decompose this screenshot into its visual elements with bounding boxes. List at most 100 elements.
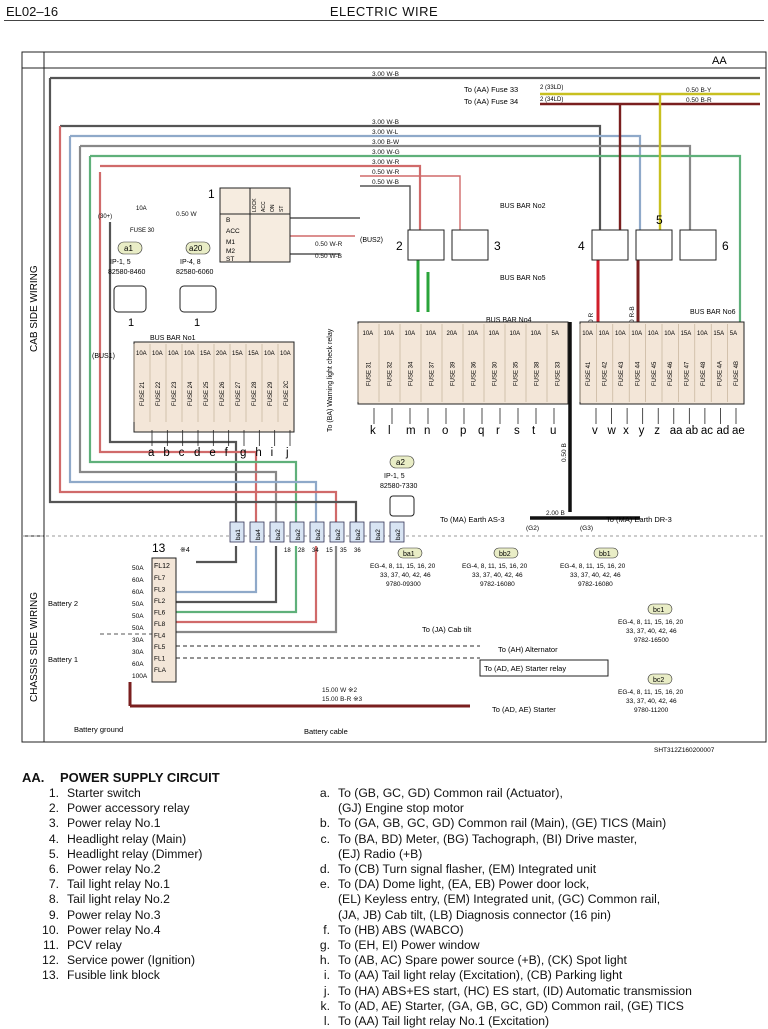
- legend-item-key: 4.: [48, 831, 59, 846]
- output-letter: ae: [732, 425, 745, 437]
- fuse-label: FUSE 38: [535, 361, 541, 386]
- relay-numbers: 2 3 4 5 6: [396, 213, 729, 253]
- switch-row-m1: M1: [226, 239, 235, 246]
- ba-pin: 28: [298, 548, 305, 554]
- legend-item-key: 8.: [48, 892, 59, 907]
- legend-item-key: f.: [323, 922, 330, 937]
- fusible-amp: 100A: [132, 673, 148, 680]
- fuse-amp: 15A: [248, 351, 259, 357]
- output-letter: ac: [701, 425, 713, 437]
- switch-col-lock: LOCK: [252, 198, 258, 212]
- relay-number: 5: [656, 213, 663, 227]
- chassis-target: To (JA) Cab tilt: [422, 625, 472, 634]
- legend-item-text: To (GA, GB, GC, GD) Common rail (Main), …: [338, 816, 667, 831]
- legend-item-text: To (AA) Tail light relay (Excitation), (…: [338, 968, 623, 983]
- legend-item-text: (EL) Keyless entry, (EM) Integrated unit…: [338, 892, 661, 907]
- fuse-label: FUSE 28: [252, 381, 258, 406]
- output-letter: ad: [716, 425, 729, 437]
- fuse34-pin: 2 (34LD): [540, 97, 563, 103]
- terminal-block-bb1: bb1 EG-4, 8, 11, 15, 16, 20 33, 37, 40, …: [560, 547, 626, 588]
- ba-connector: [369, 521, 385, 543]
- relay-boxes: [407, 229, 717, 261]
- switch-row-b: B: [226, 217, 230, 224]
- legend-item: 13.Fusible link block: [22, 968, 302, 983]
- legend-item-text: Tail light relay No.1: [67, 877, 170, 892]
- legend-item-key: h.: [319, 953, 330, 968]
- fuse-30-ref: (30+): [98, 214, 112, 220]
- ba-connector-code: ba2: [275, 529, 282, 540]
- terminal-line: 9782-16080: [578, 581, 613, 588]
- switch-col-acc: ACC: [261, 201, 267, 212]
- wire-label: 3.00 W-L: [372, 129, 399, 136]
- ba-connector: [329, 521, 345, 543]
- legend-item: 2.Power accessory relay: [22, 801, 302, 816]
- legend-item-key: 5.: [48, 846, 59, 861]
- wire-label: 0.50 W-R: [372, 169, 400, 176]
- fuse-label: FUSE 44: [635, 361, 641, 386]
- legend-item-key: [312, 847, 338, 862]
- ba-connector: [269, 521, 285, 543]
- wire-label: 0.50 W-R: [315, 241, 343, 248]
- fuse-label: FUSE 4A: [717, 361, 723, 386]
- fuse-amp: 10A: [280, 351, 291, 357]
- fuse-amp: 5A: [552, 331, 559, 337]
- terminal-line: 33, 37, 40, 42, 46: [380, 572, 431, 579]
- battery-2-label: Battery 2: [48, 599, 78, 608]
- terminal-line: 33, 37, 40, 42, 46: [626, 628, 677, 635]
- legend-item: f.To (HB) ABS (WABCO): [312, 923, 762, 938]
- fuse-amp: 15A: [200, 351, 211, 357]
- terminal-block-bb2: bb2 EG-4, 8, 11, 15, 16, 20 33, 37, 40, …: [462, 547, 528, 588]
- legend-item-key: 6.: [48, 862, 59, 877]
- fuse-30-amp: 10A: [136, 206, 147, 212]
- earth-code-g3: (G3): [580, 525, 593, 532]
- legend-item-key: 1.: [48, 786, 59, 800]
- legend-item: 5.Headlight relay (Dimmer): [22, 847, 302, 862]
- fuse-label: FUSE 47: [685, 361, 691, 386]
- fuse-30: (30+) 10A FUSE 30: [98, 206, 155, 234]
- fuse-amp: 10A: [664, 331, 675, 337]
- fuse-amp: 10A: [697, 331, 708, 337]
- output-letter: t: [532, 425, 536, 437]
- legend-item-key: [312, 892, 338, 907]
- fuse-label: FUSE 36: [472, 361, 478, 386]
- ba-pin: 18: [284, 548, 291, 554]
- terminal-line: EG-4, 8, 11, 15, 16, 20: [618, 619, 684, 626]
- terminal-block-ba1: ba1 EG-4, 8, 11, 15, 16, 20 33, 37, 40, …: [370, 547, 436, 588]
- legend-item: e.To (DA) Dome light, (EA, EB) Power doo…: [312, 877, 762, 892]
- output-letter: ab: [685, 425, 698, 437]
- fuse-30-label: FUSE 30: [130, 228, 155, 234]
- terminal-line: EG-4, 8, 11, 15, 16, 20: [618, 689, 684, 696]
- output-letter: b: [163, 447, 169, 459]
- chassis-target: To (AH) Alternator: [498, 645, 558, 654]
- bus-bar-label: BUS BAR No4: [486, 317, 532, 324]
- connector-part: 82580-8460: [108, 269, 145, 276]
- fuse-label: FUSE 37: [430, 361, 436, 386]
- legend-item-key: 9.: [48, 907, 59, 922]
- output-letter: f: [225, 447, 229, 459]
- output-letter: v: [592, 425, 598, 437]
- to-fuse33: To (AA) Fuse 33: [464, 85, 518, 94]
- wire-label: 0.50 W-B: [315, 253, 342, 260]
- output-letter: s: [514, 425, 520, 437]
- fuse-label: FUSE 23: [172, 381, 178, 406]
- legend-item-key: k.: [320, 998, 330, 1013]
- fuse-amp: 10A: [615, 331, 626, 337]
- legend-item: j.To (HA) ABS+ES start, (HC) ES start, (…: [312, 984, 762, 999]
- fuse-amp: 10A: [510, 331, 521, 337]
- connector-code: a20: [189, 244, 203, 253]
- connector-part: 82580-7330: [380, 483, 417, 490]
- fuse-amp: 10A: [489, 331, 500, 337]
- connector-ref: IP-1, 5: [110, 259, 131, 266]
- fuse-amp: 10A: [631, 331, 642, 337]
- output-letter: r: [496, 425, 500, 437]
- supply-wires: [48, 76, 760, 708]
- to-fuse34: To (AA) Fuse 34: [464, 97, 518, 106]
- legend-item-key: c.: [320, 831, 330, 846]
- bus2-label: (BUS2): [360, 237, 383, 244]
- legend-item-text: To (EH, EI) Power window: [338, 938, 480, 953]
- header-rule: [4, 20, 764, 21]
- legend-item: i.To (AA) Tail light relay (Excitation),…: [312, 968, 762, 983]
